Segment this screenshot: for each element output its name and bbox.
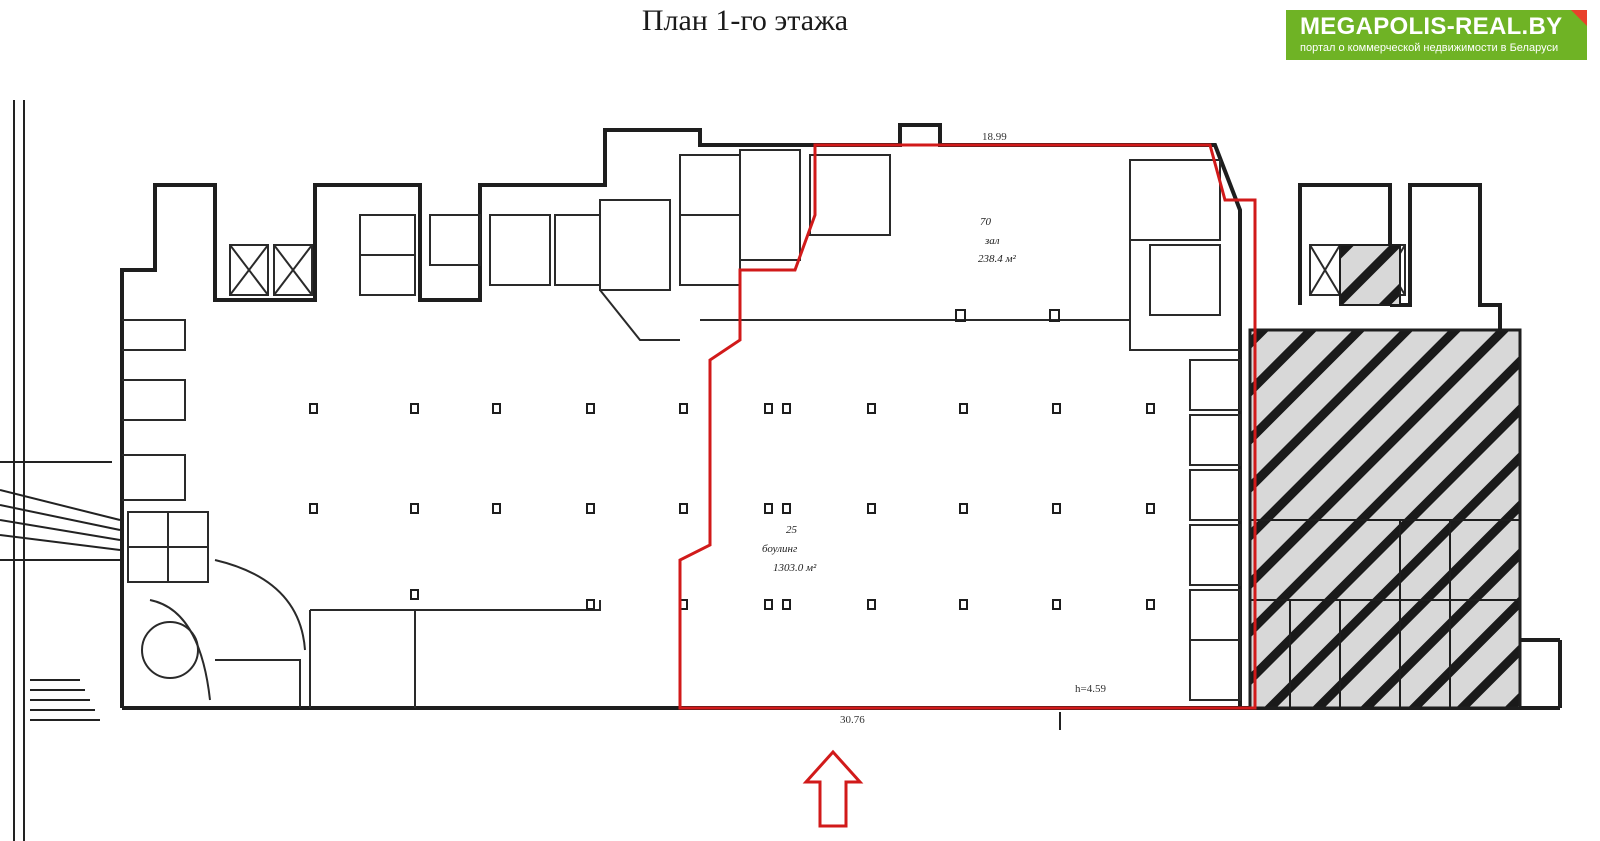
logo-tagline: портал о коммерческой недвижимости в Бел…	[1300, 42, 1559, 54]
height-mark: h=4.59	[1075, 683, 1106, 695]
entrance-arrow	[802, 749, 864, 828]
left-edge-lines	[0, 100, 121, 841]
hall-number: 70	[980, 216, 992, 228]
logo-corner-mark	[1571, 10, 1587, 26]
hatched-area	[1248, 244, 1522, 710]
main-room-number: 25	[786, 524, 798, 536]
main-room-area: 1303.0 м²	[773, 562, 817, 574]
bottom-dimension: 30.76	[840, 714, 865, 726]
top-dimension: 18.99	[982, 131, 1007, 143]
interior-partitions	[122, 149, 1406, 708]
site-logo[interactable]: MEGAPOLIS-REAL.BY портал о коммерческой …	[1286, 10, 1587, 60]
logo-name: MEGAPOLIS-REAL.BY	[1300, 13, 1563, 40]
page-title: План 1-го этажа	[641, 4, 849, 37]
hall-name: зал	[984, 235, 1000, 247]
structural-columns	[309, 309, 1155, 610]
hall-area: 238.4 м²	[978, 253, 1017, 265]
main-room-name: боулинг	[762, 543, 798, 555]
highlighted-area-outline	[678, 143, 1257, 710]
